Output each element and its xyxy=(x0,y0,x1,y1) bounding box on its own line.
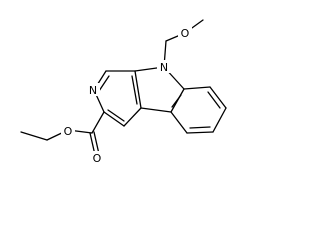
atom-pyridine-nitrogen: N xyxy=(86,83,100,97)
atom-label-n-indole: N xyxy=(160,61,168,74)
atom-label-o-ether: O xyxy=(181,27,190,40)
atom-carbonyl-oxygen: O xyxy=(90,151,104,165)
bond-c5-c4b xyxy=(170,111,188,134)
bond-ch2-ch3 xyxy=(20,131,48,141)
bond-c8-c7-inner xyxy=(207,91,221,109)
bond-c8a-c8 xyxy=(183,86,211,90)
bond-c6-c5 xyxy=(186,131,214,134)
atom-ester-oxygen: O xyxy=(61,124,75,138)
bond-co-double-b xyxy=(93,131,100,155)
atom-label-o-carbonyl: O xyxy=(93,152,102,165)
benzene-ring xyxy=(170,86,227,134)
bond-c4-c4a xyxy=(123,107,142,127)
atom-label-n-pyridine: N xyxy=(89,84,97,97)
bond-c7-c6 xyxy=(212,107,227,133)
bond-c3-ccarbonyl xyxy=(91,111,105,134)
atom-ether-oxygen: O xyxy=(178,26,192,40)
bond-c8-c7 xyxy=(209,86,227,109)
bond-c3-c4-inner xyxy=(107,109,125,122)
molecule-structure: N N O O O xyxy=(20,19,227,165)
bond-c4b-c4a xyxy=(140,107,172,113)
bond-c3-c4 xyxy=(103,111,125,127)
bond-c8a-c4b-inner xyxy=(171,94,182,108)
bond-c6-c5-inner xyxy=(189,126,211,129)
bond-c4a-c9a xyxy=(134,70,142,109)
atom-label-o-ester: O xyxy=(64,125,73,138)
bond-c1-n2-inner xyxy=(98,75,110,92)
atom-indole-nitrogen: N xyxy=(157,60,171,74)
bond-c4a-c9a-inner xyxy=(131,75,138,105)
